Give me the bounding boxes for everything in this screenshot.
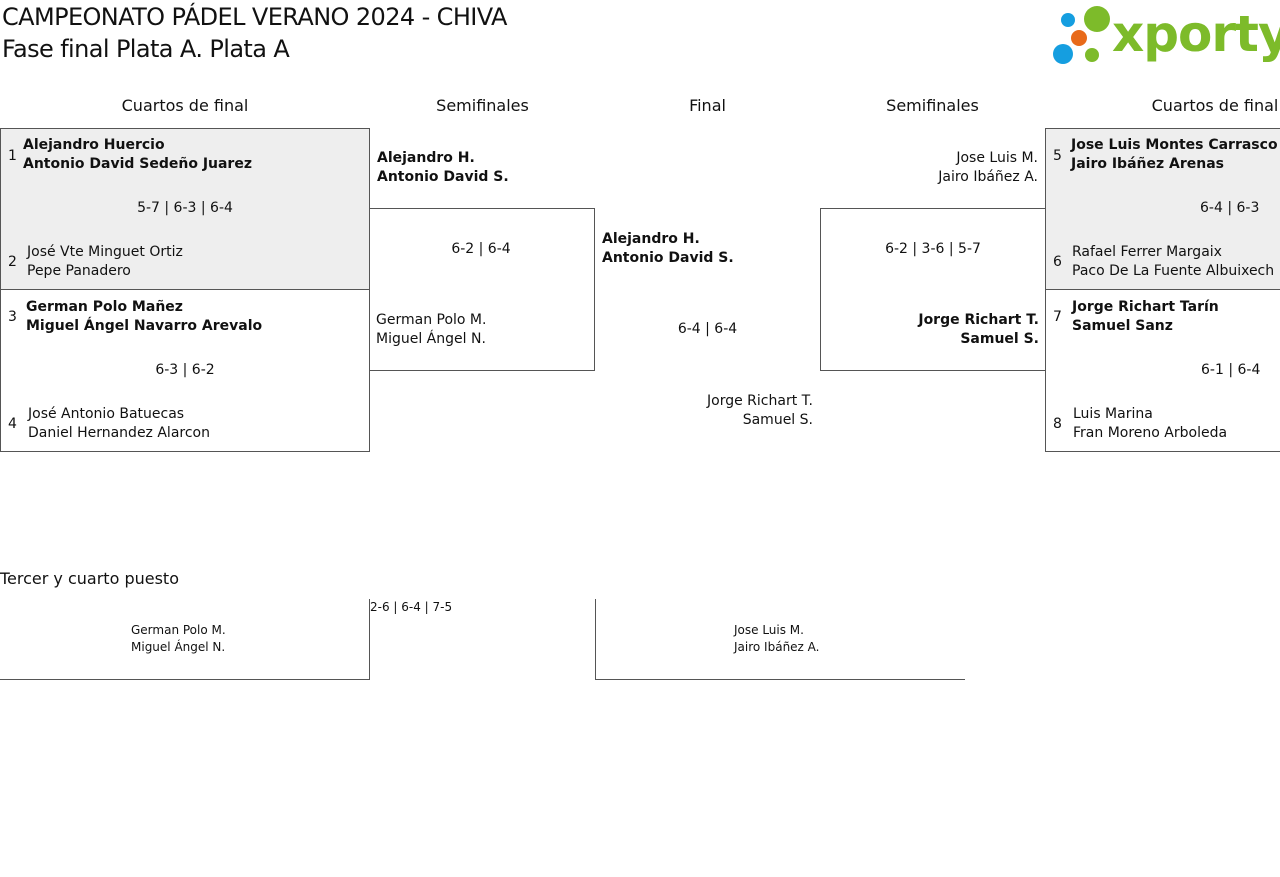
match-score: 6-4 | 6-3 bbox=[1200, 200, 1260, 216]
player-name: Samuel S. bbox=[742, 412, 813, 428]
xporty-logo[interactable]: xporty bbox=[1052, 4, 1280, 68]
player-name: Jose Luis M. bbox=[956, 150, 1038, 166]
column-right-quarterfinals: Cuartos de final bbox=[1151, 96, 1279, 115]
player-name: Miguel Ángel N. bbox=[131, 640, 226, 654]
seed-number: 1 bbox=[8, 148, 17, 164]
team-name: José Antonio Batuecas Daniel Hernandez A… bbox=[28, 405, 210, 443]
seed-number: 3 bbox=[8, 309, 17, 325]
player-name: German Polo M. bbox=[376, 312, 487, 328]
match-score: 6-2 | 6-4 bbox=[451, 241, 511, 257]
match-score: 2-6 | 6-4 | 7-5 bbox=[370, 600, 453, 614]
player-name: José Antonio Batuecas bbox=[28, 406, 185, 422]
semifinal-2-team-a: Jose Luis M. Jairo Ibáñez A. bbox=[820, 149, 1038, 187]
quarterfinal-match-2[interactable]: 3 German Polo Mañez Miguel Ángel Navarro… bbox=[0, 289, 370, 452]
final-team-b: Jorge Richart T. Samuel S. bbox=[595, 392, 813, 430]
third-place-match[interactable]: 2-6 | 6-4 | 7-5 German Polo M. Miguel Án… bbox=[0, 599, 965, 681]
player-name: Samuel Sanz bbox=[1072, 318, 1173, 334]
quarterfinal-match-1[interactable]: 1 Alejandro Huercio Antonio David Sedeño… bbox=[0, 128, 370, 290]
player-name: Jorge Richart Tarín bbox=[1072, 299, 1219, 315]
player-name: Miguel Ángel Navarro Arevalo bbox=[26, 318, 263, 334]
seed-number: 5 bbox=[1053, 148, 1062, 164]
column-final: Final bbox=[689, 96, 726, 115]
match-score: 6-2 | 3-6 | 5-7 bbox=[885, 241, 981, 257]
player-name: Jairo Ibáñez Arenas bbox=[1071, 156, 1224, 172]
player-name: Jairo Ibáñez A. bbox=[734, 640, 820, 654]
player-name: Alejandro H. bbox=[602, 231, 700, 247]
player-name: Jorge Richart T. bbox=[918, 312, 1039, 328]
match-score: 6-1 | 6-4 bbox=[1201, 362, 1261, 378]
team-name: Luis Marina Fran Moreno Arboleda bbox=[1073, 405, 1227, 443]
team-name: Jorge Richart Tarín Samuel Sanz bbox=[1072, 298, 1219, 336]
column-left-quarterfinals: Cuartos de final bbox=[121, 96, 249, 115]
semifinal-1-team-b: German Polo M. Miguel Ángel N. bbox=[376, 311, 486, 349]
player-name: Luis Marina bbox=[1073, 406, 1153, 422]
player-name: Alejandro H. bbox=[377, 150, 475, 166]
team-name: José Vte Minguet Ortiz Pepe Panadero bbox=[27, 243, 183, 281]
player-name: Jorge Richart T. bbox=[707, 393, 813, 409]
final-team-a: Alejandro H. Antonio David S. bbox=[602, 230, 734, 268]
seed-number: 6 bbox=[1053, 254, 1062, 270]
player-name: Pepe Panadero bbox=[27, 263, 131, 279]
player-name: Fran Moreno Arboleda bbox=[1073, 425, 1228, 441]
team-name: Jose Luis Montes Carrasco Jairo Ibáñez A… bbox=[1071, 136, 1278, 174]
page-title: CAMPEONATO PÁDEL VERANO 2024 - CHIVA bbox=[2, 3, 507, 31]
player-name: José Vte Minguet Ortiz bbox=[27, 244, 183, 260]
third-place-team-b: Jose Luis M. Jairo Ibáñez A. bbox=[734, 622, 819, 656]
match-score: 6-4 | 6-4 bbox=[677, 321, 738, 337]
player-name: Jose Luis Montes Carrasco bbox=[1071, 137, 1278, 153]
player-name: German Polo M. bbox=[131, 623, 226, 637]
player-name: German Polo Mañez bbox=[26, 299, 183, 315]
player-name: Paco De La Fuente Albuixech bbox=[1072, 263, 1275, 279]
quarterfinal-match-3[interactable]: 5 Jose Luis Montes Carrasco Jairo Ibáñez… bbox=[1045, 128, 1280, 290]
player-name: Antonio David S. bbox=[377, 169, 509, 185]
third-place-team-a: German Polo M. Miguel Ángel N. bbox=[131, 622, 226, 656]
seed-number: 7 bbox=[1053, 309, 1062, 325]
player-name: Daniel Hernandez Alarcon bbox=[28, 425, 210, 441]
bracket-line bbox=[595, 679, 965, 680]
semifinal-match-2[interactable]: 6-2 | 3-6 | 5-7 Jorge Richart T. Samuel … bbox=[820, 208, 1046, 371]
player-name: Jose Luis M. bbox=[734, 623, 804, 637]
quarterfinal-match-4[interactable]: 7 Jorge Richart Tarín Samuel Sanz 6-1 | … bbox=[1045, 289, 1280, 452]
logo-dots-icon bbox=[1053, 6, 1110, 64]
seed-number: 8 bbox=[1053, 416, 1062, 432]
match-score: 5-7 | 6-3 | 6-4 bbox=[137, 200, 233, 216]
bracket-line bbox=[0, 679, 370, 680]
player-name: Antonio David S. bbox=[602, 250, 734, 266]
logo-text: xporty bbox=[1112, 5, 1280, 63]
semifinal-2-team-b: Jorge Richart T. Samuel S. bbox=[821, 311, 1039, 349]
team-name: Rafael Ferrer Margaix Paco De La Fuente … bbox=[1072, 243, 1274, 281]
team-name: Alejandro Huercio Antonio David Sedeño J… bbox=[23, 136, 252, 174]
page-subtitle: Fase final Plata A. Plata A bbox=[2, 35, 290, 63]
third-place-title: Tercer y cuarto puesto bbox=[0, 569, 179, 588]
player-name: Samuel S. bbox=[960, 331, 1039, 347]
match-score: 6-3 | 6-2 bbox=[155, 362, 215, 378]
column-right-semifinals: Semifinales bbox=[886, 96, 979, 115]
player-name: Jairo Ibáñez A. bbox=[938, 169, 1038, 185]
player-name: Miguel Ángel N. bbox=[376, 331, 486, 347]
column-left-semifinals: Semifinales bbox=[436, 96, 529, 115]
semifinal-match-1[interactable]: 6-2 | 6-4 German Polo M. Miguel Ángel N. bbox=[369, 208, 595, 371]
bracket-line bbox=[369, 599, 370, 679]
player-name: Rafael Ferrer Margaix bbox=[1072, 244, 1222, 260]
bracket-line bbox=[595, 599, 596, 679]
player-name: Alejandro Huercio bbox=[23, 137, 165, 153]
final-match[interactable]: Alejandro H. Antonio David S. 6-4 | 6-4 … bbox=[595, 208, 820, 448]
seed-number: 4 bbox=[8, 416, 17, 432]
semifinal-1-team-a: Alejandro H. Antonio David S. bbox=[377, 149, 509, 187]
team-name: German Polo Mañez Miguel Ángel Navarro A… bbox=[26, 298, 262, 336]
seed-number: 2 bbox=[8, 254, 17, 270]
player-name: Antonio David Sedeño Juarez bbox=[23, 156, 252, 172]
